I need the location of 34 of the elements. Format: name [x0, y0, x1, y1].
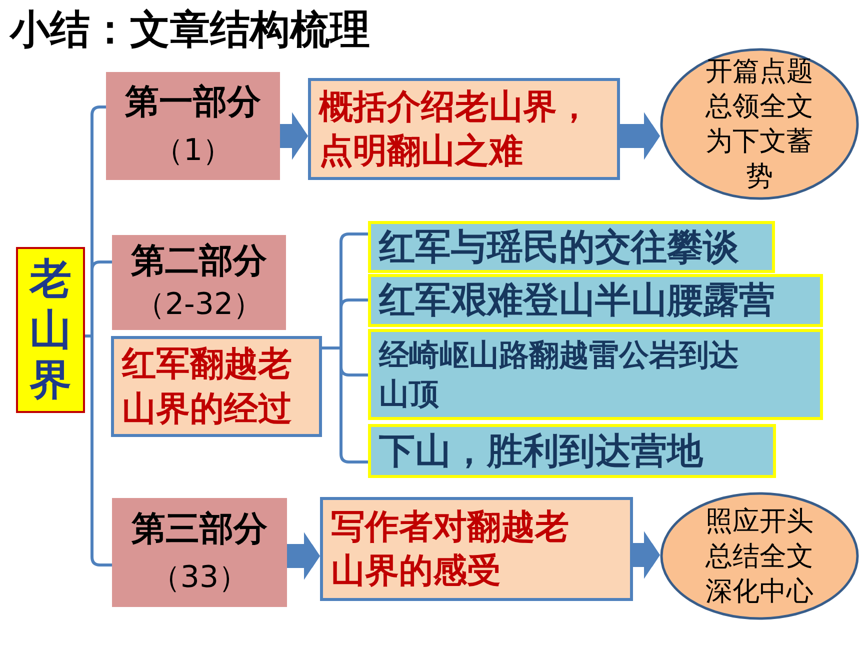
- paragraph-range: （2-32）: [134, 288, 264, 323]
- note-text: 照应开头总结全文深化中心: [704, 504, 814, 608]
- event-box: [368, 424, 776, 478]
- block-arrow: [287, 532, 320, 580]
- event-text: 下山，胜利到达营地: [379, 430, 703, 474]
- paragraph-range: （33）: [150, 560, 249, 596]
- part-heading: 第三部分: [132, 510, 268, 549]
- summary-text: 写作者对翻越老山界的感受: [331, 506, 570, 593]
- summary-box: [320, 497, 633, 601]
- event-text: 红军艰难登山半山腰露营: [379, 279, 775, 323]
- summary-text: 红军翻越老山界的经过: [122, 343, 293, 430]
- note-ellipse: [660, 48, 859, 200]
- part-box: [112, 498, 287, 607]
- part-box: [106, 72, 280, 180]
- part-heading: 第一部分: [125, 83, 261, 123]
- block-arrow: [620, 112, 660, 160]
- event-box: [368, 329, 823, 420]
- event-box: [368, 221, 775, 273]
- summary-box: [111, 336, 322, 437]
- block-arrow: [633, 531, 660, 579]
- event-box: [368, 274, 823, 327]
- part-heading: 第二部分: [131, 242, 267, 282]
- topic-text: 老山界: [30, 254, 72, 406]
- topic-box: [16, 247, 85, 413]
- paragraph-range: （1）: [153, 134, 233, 169]
- event-text: 红军与瑶民的交往攀谈: [379, 226, 739, 270]
- note-ellipse: [660, 492, 859, 620]
- block-arrow: [280, 112, 308, 160]
- summary-text: 概括介绍老山界，点明翻山之难: [319, 86, 592, 173]
- note-text: 开篇点题总领全文为下文蓄势: [704, 55, 814, 194]
- part-box: [112, 235, 286, 330]
- page-title: 小结：文章结构梳理: [10, 8, 370, 52]
- event-text: 经崎岖山路翻越雷公岩到达山顶: [379, 336, 740, 414]
- summary-box: [308, 78, 620, 180]
